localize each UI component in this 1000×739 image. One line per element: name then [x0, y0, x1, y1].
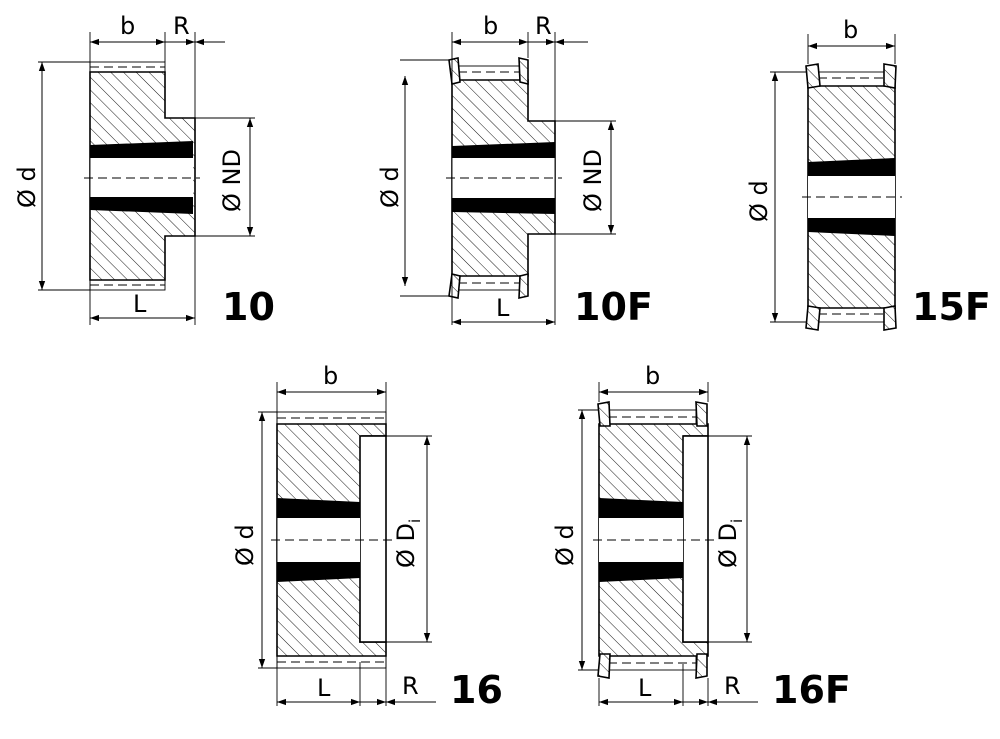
label-R: R [173, 12, 190, 40]
variant-title-10F: 10F [574, 285, 653, 329]
label-L: L [496, 294, 510, 322]
label-Di-sub: i [406, 519, 424, 523]
label-d: Ø d [231, 524, 259, 566]
label-d: Ø d [745, 180, 773, 222]
variant-title-16: 16 [450, 668, 503, 712]
label-R: R [402, 672, 419, 700]
label-Di: Ø Di [714, 519, 746, 568]
pulley-type-15F: b Ø d 15F [745, 16, 991, 331]
label-d: Ø d [551, 524, 579, 566]
label-b: b [843, 16, 858, 44]
label-b: b [120, 12, 135, 40]
pulley-type-16: b Ø d Ø Di L R 16 [231, 362, 503, 712]
label-ND: Ø ND [218, 149, 246, 212]
label-d: Ø d [376, 166, 404, 208]
label-b: b [323, 362, 338, 390]
label-Di-main: Ø D [392, 523, 420, 568]
label-Di: Ø Di [392, 519, 424, 568]
label-Di-main: Ø D [714, 523, 742, 568]
label-R: R [724, 672, 741, 700]
label-d: Ø d [13, 166, 41, 208]
label-R: R [535, 12, 552, 40]
label-b: b [645, 362, 660, 390]
variant-title-15F: 15F [912, 285, 991, 329]
label-Di-sub: i [728, 519, 746, 523]
label-b: b [483, 12, 498, 40]
pulley-type-10F: b R Ø d Ø ND L 10F [376, 12, 653, 329]
pulley-type-10: b R Ø d Ø ND L 10 [13, 12, 275, 329]
label-L: L [638, 674, 652, 702]
label-ND: Ø ND [579, 149, 607, 212]
label-L: L [317, 674, 331, 702]
label-L: L [133, 290, 147, 318]
variant-title-10: 10 [222, 285, 275, 329]
variant-title-16F: 16F [772, 668, 851, 712]
pulley-type-16F: b Ø d Ø Di L R 16F [551, 362, 851, 712]
